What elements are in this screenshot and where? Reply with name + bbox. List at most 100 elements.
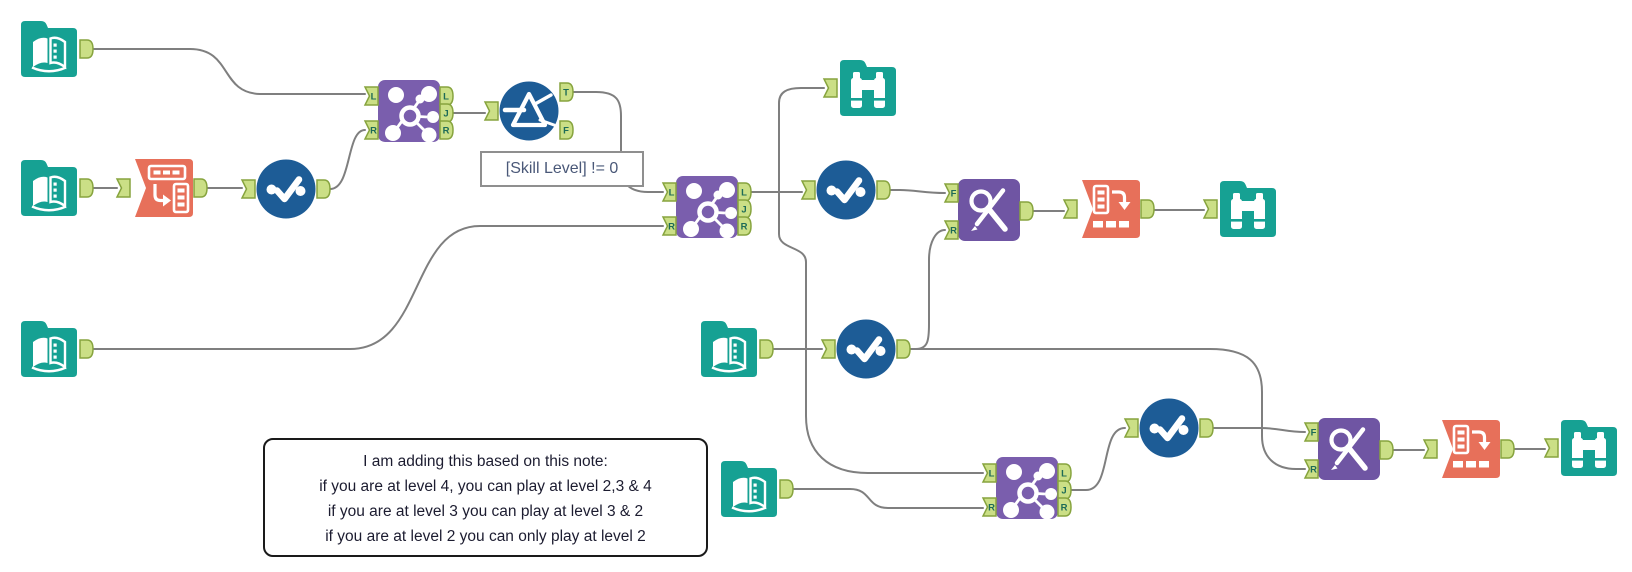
input-anchor[interactable] [820, 339, 836, 359]
tool-input-5[interactable] [721, 461, 794, 517]
output-anchor[interactable] [559, 82, 574, 102]
filter-expression-label[interactable]: [Skill Level] != 0 [480, 151, 644, 187]
transpose-icon [135, 159, 193, 217]
output-anchor[interactable] [79, 39, 94, 59]
input-anchor[interactable] [1202, 199, 1218, 219]
output-anchor[interactable] [1500, 439, 1515, 459]
input-anchor[interactable] [1303, 422, 1319, 442]
input-anchor[interactable] [363, 120, 379, 140]
tool-unique-1[interactable] [240, 159, 331, 219]
tool-browse-1[interactable] [822, 60, 896, 116]
output-anchor[interactable] [1019, 201, 1034, 221]
output-anchor-label: J [741, 204, 746, 215]
tool-input-4[interactable] [701, 321, 774, 377]
note-line: if you are at level 3 you can play at le… [327, 503, 644, 520]
output-anchor[interactable] [316, 179, 331, 199]
output-anchor[interactable] [439, 120, 454, 140]
tool-findreplace-2[interactable]: FR [1303, 418, 1394, 480]
open-book-icon [721, 461, 777, 517]
connection-input-1-to-join-1-L[interactable] [92, 48, 366, 95]
connection-unique-2-to-findreplace-1-F[interactable] [889, 189, 946, 194]
output-anchor[interactable] [1140, 199, 1155, 219]
magnifier-pencil-icon [1318, 418, 1380, 480]
connection-join-2-L-to-join-3-L[interactable] [778, 191, 984, 474]
tool-input-1[interactable] [21, 21, 94, 77]
connection-input-5-to-join-3-R[interactable] [792, 488, 984, 509]
output-anchor[interactable] [193, 178, 208, 198]
check-dots-icon [1139, 398, 1199, 458]
tool-unique-2[interactable] [800, 160, 891, 220]
input-anchor[interactable] [483, 101, 499, 121]
input-anchor[interactable] [822, 78, 838, 98]
network-join-icon [996, 457, 1058, 520]
output-anchor[interactable] [1379, 440, 1394, 460]
tool-input-3[interactable] [21, 321, 94, 377]
workflow-note[interactable]: I am adding this based on this note: if … [263, 438, 708, 557]
crosstab-icon [1442, 420, 1500, 478]
output-anchor-label: F [563, 125, 569, 136]
input-anchor[interactable] [981, 463, 997, 483]
input-anchor-label: R [1310, 464, 1317, 475]
input-anchor[interactable] [661, 216, 677, 236]
check-dots-icon [816, 160, 876, 220]
input-anchor[interactable] [661, 182, 677, 202]
output-anchor[interactable] [1199, 418, 1214, 438]
output-anchor[interactable] [759, 339, 774, 359]
tool-findreplace-1[interactable]: FR [943, 179, 1034, 241]
output-anchor-label: L [443, 91, 449, 102]
crosstab-icon [1082, 180, 1140, 238]
output-anchor[interactable] [1057, 497, 1072, 517]
output-anchor[interactable] [779, 479, 794, 499]
input-anchor[interactable] [943, 220, 959, 240]
input-anchor-label: F [1311, 427, 1317, 438]
connection-input-3-to-join-2-R[interactable] [92, 225, 664, 350]
tool-browse-2[interactable] [1202, 181, 1276, 237]
input-anchor[interactable] [115, 178, 131, 198]
tool-unique-3[interactable] [820, 319, 911, 379]
tool-filter-1[interactable]: TF [483, 81, 574, 141]
output-anchor-label: J [443, 108, 448, 119]
connection-unique-3-to-findreplace-2-R[interactable] [915, 348, 1306, 470]
input-anchor[interactable] [800, 180, 816, 200]
connection-filter-1-T-to-join-2-L[interactable] [572, 91, 664, 193]
output-anchor-label: J [1061, 485, 1066, 496]
output-anchor[interactable] [559, 120, 574, 140]
connection-unique-3-to-findreplace-1-R[interactable] [909, 229, 946, 350]
output-anchor-label: T [563, 87, 569, 98]
input-anchor[interactable] [363, 86, 379, 106]
tool-input-2[interactable] [21, 160, 94, 216]
input-anchor[interactable] [240, 179, 256, 199]
input-anchor[interactable] [1123, 418, 1139, 438]
connection-join-2-L-to-browse-1[interactable] [778, 87, 825, 193]
input-anchor-label: F [951, 188, 957, 199]
output-anchor[interactable] [79, 339, 94, 359]
connection-join-3-J-to-unique-4[interactable] [1070, 427, 1126, 491]
output-anchor[interactable] [896, 339, 911, 359]
output-anchor-label: L [741, 187, 747, 198]
input-anchor[interactable] [1062, 199, 1078, 219]
input-anchor[interactable] [1543, 438, 1559, 458]
connection-unique-1-to-join-1-R[interactable] [329, 129, 366, 190]
output-anchor[interactable] [737, 216, 752, 236]
open-book-icon [21, 160, 77, 216]
tool-browse-3[interactable] [1543, 420, 1617, 476]
check-dots-icon [836, 319, 896, 379]
tool-crosstab-2[interactable] [1422, 420, 1515, 478]
input-anchor[interactable] [1303, 459, 1319, 479]
output-anchor[interactable] [876, 180, 891, 200]
output-anchor[interactable] [79, 178, 94, 198]
tool-crosstab-1[interactable] [1062, 180, 1155, 238]
open-book-icon [21, 321, 77, 377]
tool-unique-4[interactable] [1123, 398, 1214, 458]
tool-transpose-1[interactable] [115, 159, 208, 217]
open-book-icon [701, 321, 757, 377]
input-anchor[interactable] [1422, 439, 1438, 459]
input-anchor[interactable] [943, 183, 959, 203]
input-anchor[interactable] [981, 497, 997, 517]
connection-unique-4-to-findreplace-2-F[interactable] [1212, 427, 1306, 433]
